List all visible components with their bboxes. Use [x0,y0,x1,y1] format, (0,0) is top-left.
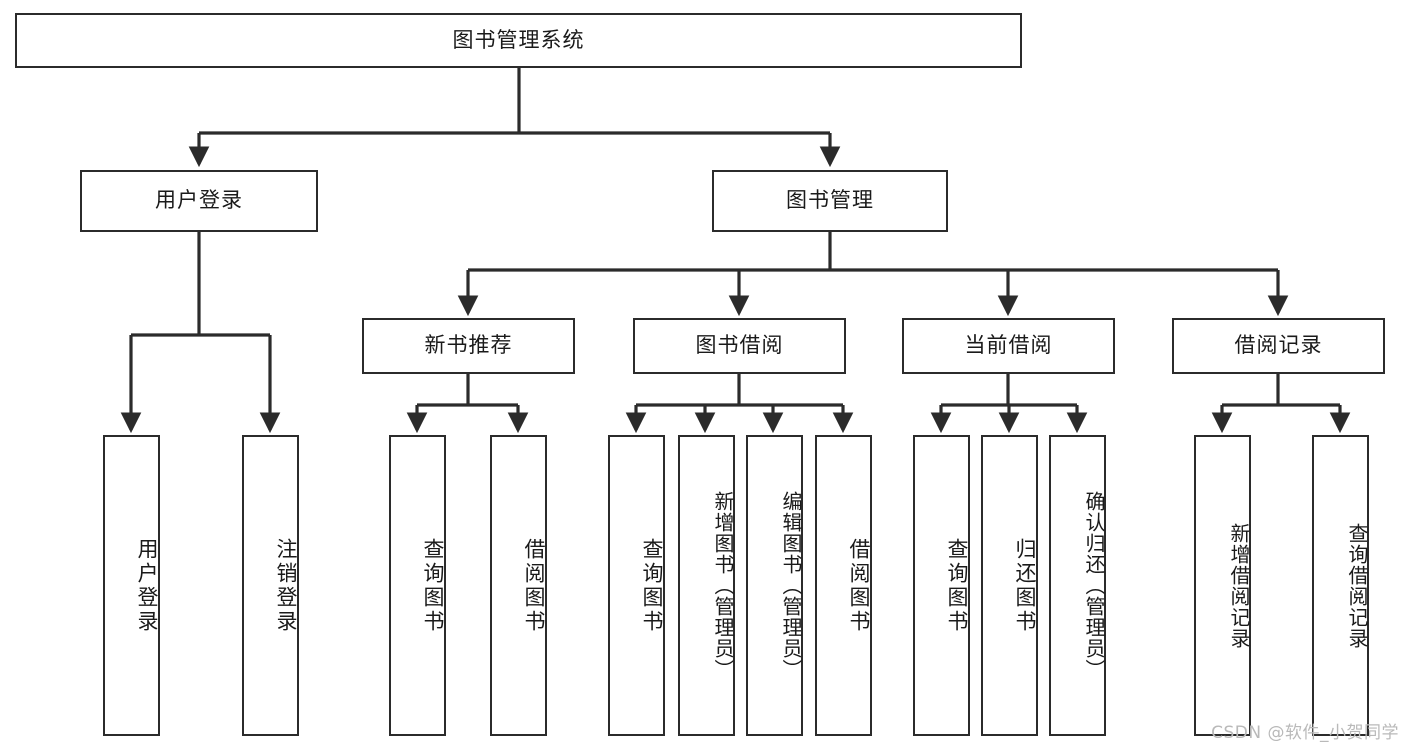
leaf-edit-book[interactable]: 编辑图书（管理员） [746,435,803,736]
node-book-borrow-label: 图书借阅 [695,333,784,358]
node-book-manage[interactable]: 图书管理 [712,170,948,232]
leaf-logout[interactable]: 注销登录 [242,435,299,736]
leaf-borrow-book-2[interactable]: 借阅图书 [815,435,872,736]
leaf-query-book-2-label: 查询图书 [640,537,664,634]
leaf-query-record[interactable]: 查询借阅记录 [1312,435,1369,736]
leaf-user-login[interactable]: 用户登录 [103,435,160,736]
leaf-logout-label: 注销登录 [274,537,298,634]
node-book-manage-label: 图书管理 [786,188,874,213]
leaf-return-book[interactable]: 归还图书 [981,435,1038,736]
node-current-borrow-label: 当前借阅 [964,333,1053,358]
leaf-confirm-return[interactable]: 确认归还（管理员） [1049,435,1106,736]
leaf-borrow-book-2-label: 借阅图书 [847,537,871,634]
leaf-add-record-label: 新增借阅记录 [1227,522,1251,649]
leaf-add-book[interactable]: 新增图书（管理员） [678,435,735,736]
leaf-user-login-label: 用户登录 [135,537,159,634]
node-user-login-label: 用户登录 [155,188,243,213]
node-new-book-recommend-label: 新书推荐 [424,333,513,358]
leaf-return-book-label: 归还图书 [1013,537,1037,634]
node-current-borrow[interactable]: 当前借阅 [902,318,1115,374]
node-root-label: 图书管理系统 [452,27,585,52]
leaf-query-book-3-label: 查询图书 [945,537,969,634]
leaf-add-book-label: 新增图书（管理员） [711,491,735,680]
leaf-borrow-book-1-label: 借阅图书 [522,537,546,634]
leaf-query-book-1[interactable]: 查询图书 [389,435,446,736]
node-borrow-record-label: 借阅记录 [1234,333,1323,358]
leaf-query-record-label: 查询借阅记录 [1345,522,1369,649]
leaf-confirm-return-label: 确认归还（管理员） [1082,491,1106,680]
node-new-book-recommend[interactable]: 新书推荐 [362,318,575,374]
leaf-query-book-3[interactable]: 查询图书 [913,435,970,736]
leaf-add-record[interactable]: 新增借阅记录 [1194,435,1251,736]
leaf-edit-book-label: 编辑图书（管理员） [779,491,803,680]
leaf-query-book-1-label: 查询图书 [421,537,445,634]
node-book-borrow[interactable]: 图书借阅 [633,318,846,374]
leaf-query-book-2[interactable]: 查询图书 [608,435,665,736]
node-user-login[interactable]: 用户登录 [80,170,318,232]
leaf-borrow-book-1[interactable]: 借阅图书 [490,435,547,736]
node-borrow-record[interactable]: 借阅记录 [1172,318,1385,374]
watermark: CSDN @软件_小贺同学 [1211,723,1399,743]
node-root[interactable]: 图书管理系统 [15,13,1022,68]
